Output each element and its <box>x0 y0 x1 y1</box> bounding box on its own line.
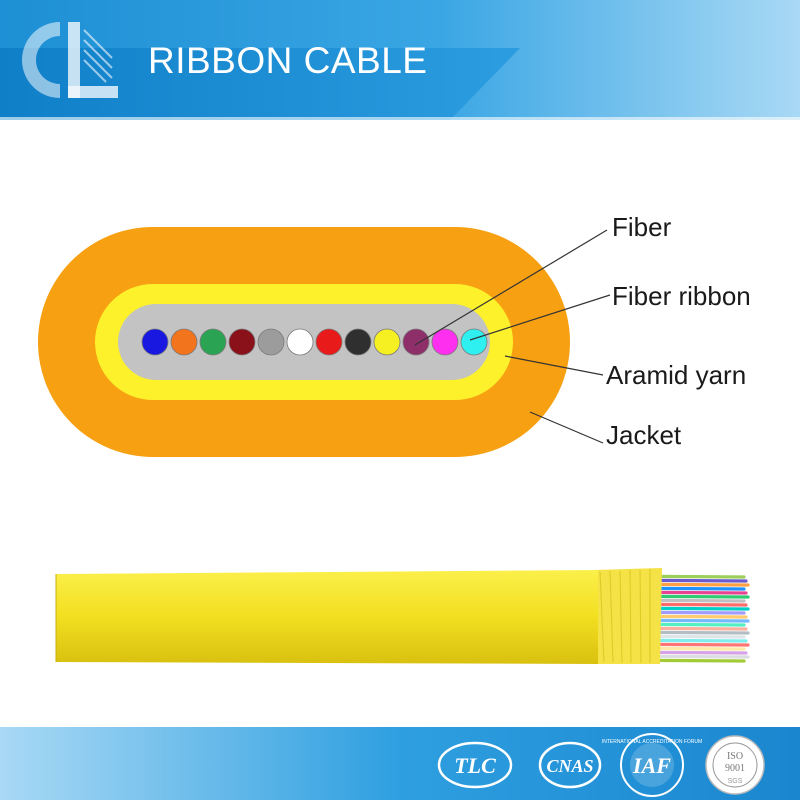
fiber-8 <box>344 328 372 356</box>
fiber-4 <box>228 328 256 356</box>
header-banner: RIBBON CABLE <box>0 0 800 120</box>
iso-seal-top: ISO <box>727 751 743 762</box>
fiber-9 <box>373 328 401 356</box>
fiber-3 <box>199 328 227 356</box>
fiber-2 <box>170 328 198 356</box>
fiber-leader-line <box>414 229 608 346</box>
aramid-yarn-label: Aramid yarn <box>606 360 747 390</box>
iso-seal-icon: ISO 9001 SGS <box>705 735 765 795</box>
fiber-label: Fiber <box>612 212 672 242</box>
fiber-12 <box>460 328 488 356</box>
fiber-group <box>141 328 488 356</box>
page-title: RIBBON CABLE <box>148 40 428 81</box>
header-background <box>0 0 800 120</box>
tlc-logo-text: TLC <box>454 753 496 778</box>
iso-seal-number: 9001 <box>725 763 745 774</box>
cable-jacket <box>56 570 598 664</box>
iaf-logo-text: IAF <box>632 753 671 778</box>
aramid-yarn-leader-line <box>504 355 604 376</box>
footer-banner: TLC CNAS IAF INTERNATIONAL ACCREDITATION… <box>0 727 800 800</box>
aramid-fringe-texture <box>599 569 651 664</box>
fiber-10 <box>402 328 430 356</box>
company-logo-icon <box>22 22 118 98</box>
jacket-label: Jacket <box>606 420 682 450</box>
fiber-5 <box>257 328 285 356</box>
cable-cross-section <box>38 227 611 457</box>
fiber-11 <box>431 328 459 356</box>
iso-seal-bottom: SGS <box>728 778 743 785</box>
jacket-leader-line <box>529 411 604 444</box>
iaf-ring-text: INTERNATIONAL ACCREDITATION FORUM <box>602 739 702 745</box>
tlc-logo-icon: TLC <box>437 741 513 789</box>
fiber-7 <box>315 328 343 356</box>
fiber-1 <box>141 328 169 356</box>
cnas-logo-text: CNAS <box>546 756 593 776</box>
fiber-ribbon-label: Fiber ribbon <box>612 281 751 311</box>
fiber-ribbon-leader-line <box>469 294 611 341</box>
iaf-logo-icon: IAF INTERNATIONAL ACCREDITATION FORUM <box>602 733 702 797</box>
cnas-logo-icon: CNAS <box>538 741 602 789</box>
cable-side-view <box>55 568 750 664</box>
aramid-fringe <box>594 568 662 664</box>
fiber-6 <box>286 328 314 356</box>
